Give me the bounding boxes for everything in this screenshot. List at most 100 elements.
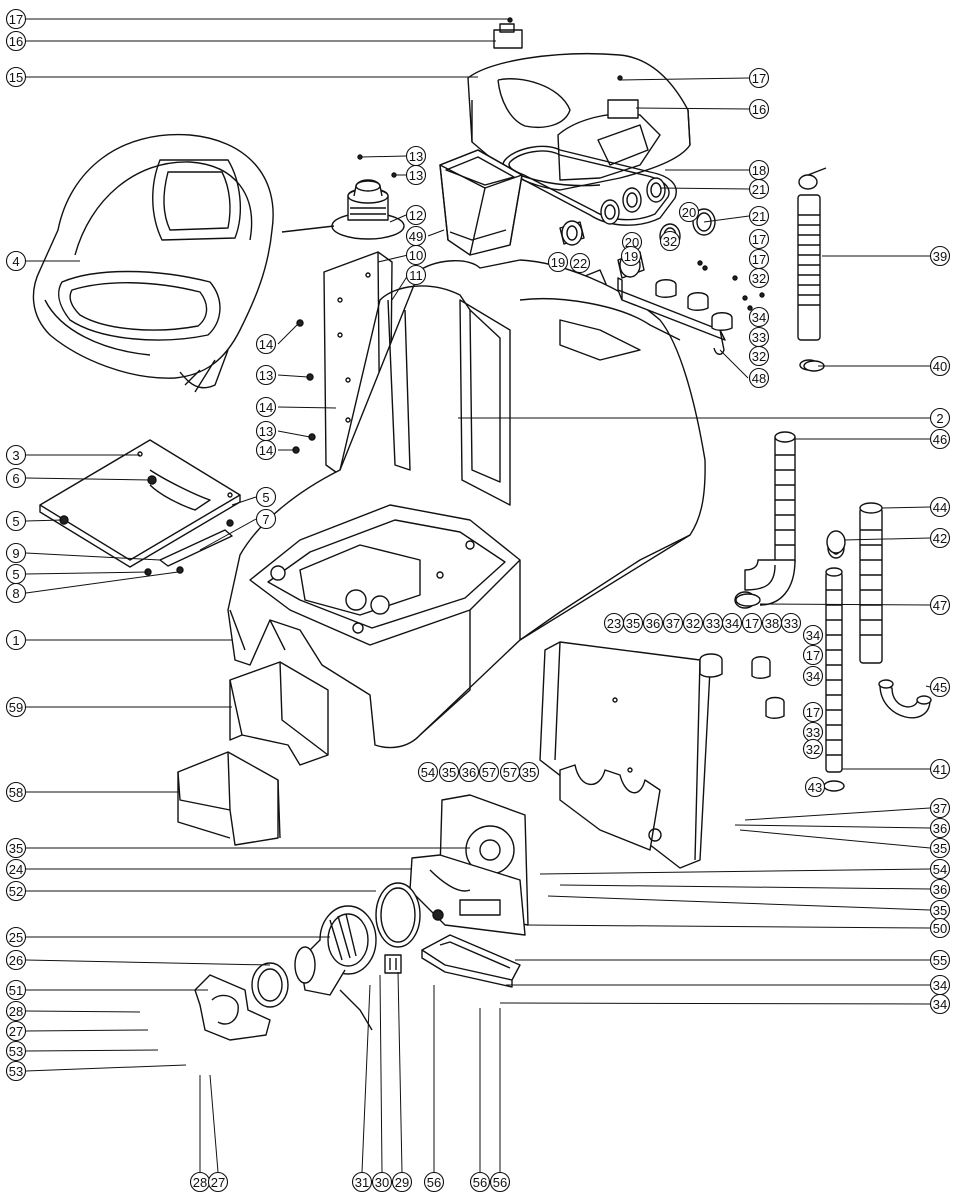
callout-35: 35: [622, 612, 644, 634]
callout-number: 38: [765, 616, 779, 631]
callout-number: 37: [666, 616, 680, 631]
callout-34: 34: [929, 993, 951, 1015]
front-panel: [539, 641, 711, 869]
callout-circle: [929, 428, 951, 450]
callout-circle: [802, 701, 824, 723]
callout-32: 32: [802, 738, 824, 760]
callout-circle: [929, 878, 951, 900]
callout-number: 12: [409, 208, 423, 223]
callout-number: 32: [752, 349, 766, 364]
callout-28: 28: [5, 1000, 27, 1022]
callout-number: 28: [193, 1175, 207, 1190]
callout-number: 53: [9, 1044, 23, 1059]
callout-circle: [255, 333, 277, 355]
callout-35: 35: [438, 761, 460, 783]
hose-clips-lower: [699, 653, 785, 719]
callout-circle: [547, 251, 569, 273]
callout-number: 11: [409, 268, 423, 283]
callout-24: 24: [5, 858, 27, 880]
callout-22: 22: [569, 252, 591, 274]
callout-number: 34: [933, 997, 947, 1012]
callout-14: 14: [255, 439, 277, 461]
callout-circle: [620, 245, 642, 267]
callout-circle: [929, 245, 951, 267]
callout-18: 18: [748, 159, 770, 181]
callout-circle: [748, 306, 770, 328]
callout-9: 9: [5, 542, 27, 564]
callout-number: 27: [9, 1024, 23, 1039]
callout-36: 36: [458, 761, 480, 783]
callout-36: 36: [929, 817, 951, 839]
callout-39: 39: [929, 245, 951, 267]
callout-number: 33: [706, 616, 720, 631]
callout-circle: [929, 949, 951, 971]
callout-number: 52: [9, 884, 23, 899]
callout-11: 11: [405, 264, 427, 286]
callout-number: 13: [409, 149, 423, 164]
callout-34: 34: [721, 612, 743, 634]
beacon-light: [281, 179, 405, 240]
callout-circle: [5, 542, 27, 564]
callout-59: 59: [5, 696, 27, 718]
callout-circle: [802, 738, 824, 760]
callout-number: 39: [933, 249, 947, 264]
callout-number: 57: [503, 765, 517, 780]
callout-number: 19: [551, 255, 565, 270]
callout-57: 57: [499, 761, 521, 783]
hose-46-47: [734, 431, 796, 609]
u-pipe: [878, 679, 932, 719]
callout-5: 5: [5, 563, 27, 585]
callout-circle: [391, 1171, 413, 1193]
callout-number: 44: [933, 500, 947, 515]
callout-number: 18: [752, 163, 766, 178]
callout-55: 55: [929, 949, 951, 971]
callout-number: 13: [259, 424, 273, 439]
callout-number: 34: [752, 310, 766, 325]
callout-17: 17: [748, 248, 770, 270]
callout-circle: [438, 761, 460, 783]
callout-16: 16: [748, 98, 770, 120]
callout-number: 35: [933, 841, 947, 856]
callout-circle: [5, 781, 27, 803]
callout-number: 23: [607, 616, 621, 631]
callout-16: 16: [5, 30, 27, 52]
callout-17: 17: [748, 228, 770, 250]
callout-number: 17: [745, 616, 759, 631]
callout-number: 19: [624, 249, 638, 264]
callout-number: 28: [9, 1004, 23, 1019]
callout-51: 51: [5, 979, 27, 1001]
callout-circle: [5, 696, 27, 718]
callout-36: 36: [642, 612, 664, 634]
callout-number: 14: [259, 400, 273, 415]
callout-number: 32: [806, 742, 820, 757]
callout-circle: [748, 367, 770, 389]
callout-28: 28: [189, 1171, 211, 1193]
callout-circle: [5, 250, 27, 272]
callout-number: 40: [933, 359, 947, 374]
vacuum-motor: [294, 905, 377, 1031]
hose-41: [825, 537, 845, 773]
callout-17: 17: [748, 67, 770, 89]
callout-32: 32: [748, 345, 770, 367]
callout-number: 34: [806, 669, 820, 684]
callout-circle: [5, 8, 27, 30]
callout-number: 46: [933, 432, 947, 447]
callout-circle: [929, 837, 951, 859]
callout-circle: [748, 67, 770, 89]
callout-circle: [929, 355, 951, 377]
callout-37: 37: [929, 797, 951, 819]
callout-number: 5: [12, 514, 19, 529]
callout-circle: [929, 758, 951, 780]
callout-circle: [802, 644, 824, 666]
callout-14: 14: [255, 333, 277, 355]
callout-number: 34: [725, 616, 739, 631]
main-body: [227, 259, 706, 749]
callout-6: 6: [5, 467, 27, 489]
cover-58: [177, 751, 281, 846]
callout-circle: [748, 178, 770, 200]
motor-gasket: [375, 882, 421, 948]
filter-basket: [439, 149, 523, 256]
callout-number: 4: [12, 254, 19, 269]
terminal-block: [384, 954, 402, 974]
